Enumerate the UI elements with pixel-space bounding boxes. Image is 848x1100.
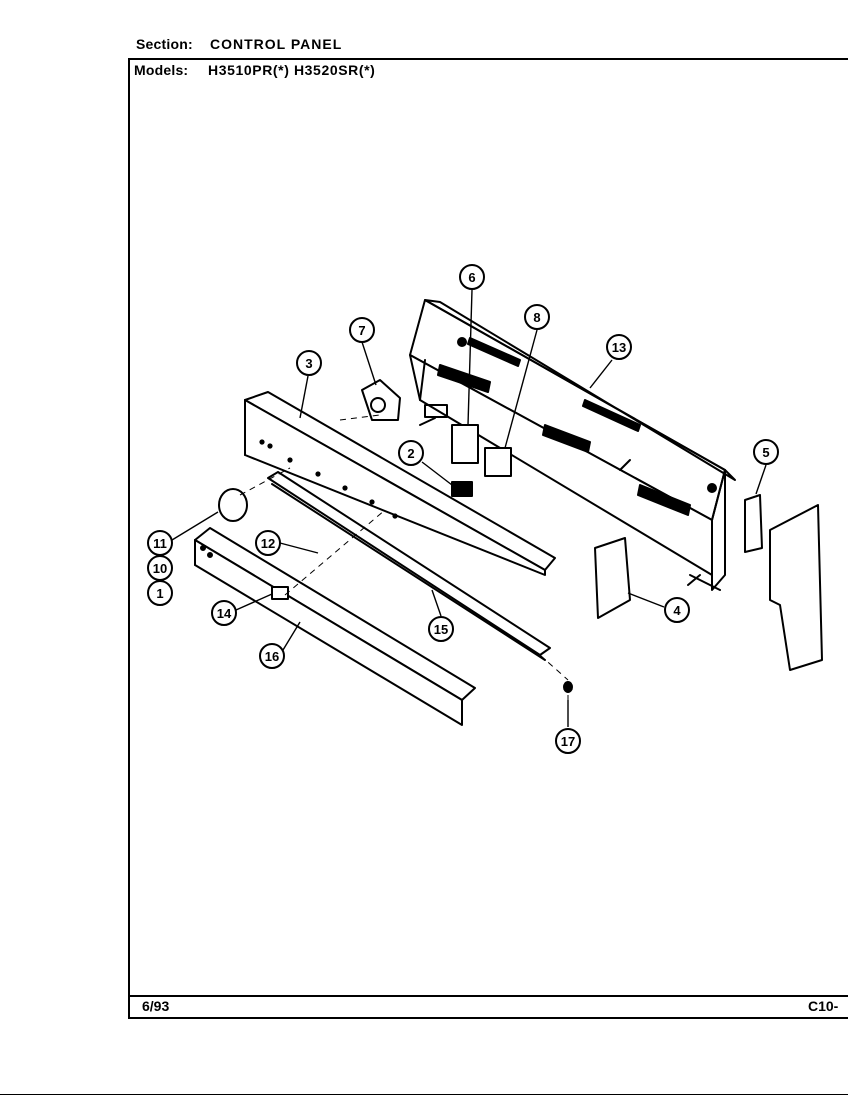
svg-text:10: 10 (153, 561, 167, 576)
callout-5: 5 (753, 439, 779, 465)
section-value: CONTROL PANEL (210, 36, 343, 52)
callout-2: 2 (398, 440, 424, 466)
svg-text:16: 16 (265, 649, 279, 664)
footer-page-code: C10- (808, 998, 839, 1014)
diagram-frame (128, 58, 848, 1019)
small-bracket (744, 494, 763, 553)
svg-text:1: 1 (156, 586, 163, 601)
svg-text:2: 2 (407, 446, 414, 461)
knob (218, 488, 248, 522)
callout-16: 16 (259, 643, 285, 669)
ignitor-module (361, 379, 401, 421)
callout-7: 7 (349, 317, 375, 343)
svg-text:6: 6 (468, 270, 475, 285)
callout-1: 1 (147, 580, 173, 606)
callout-15: 15 (428, 616, 454, 642)
bottom-rule (0, 1094, 848, 1095)
callout-11: 11 (147, 530, 173, 556)
svg-text:4: 4 (673, 603, 681, 618)
svg-text:12: 12 (261, 536, 275, 551)
svg-text:3: 3 (305, 356, 312, 371)
svg-text:17: 17 (561, 734, 575, 749)
callout-14: 14 (211, 600, 237, 626)
callout-6: 6 (459, 264, 485, 290)
section-label: Section: (136, 36, 193, 52)
end-cap (769, 504, 823, 671)
lower-bracket (194, 527, 476, 726)
screw-17 (563, 681, 573, 693)
switch-8 (484, 447, 512, 477)
svg-text:13: 13 (612, 340, 626, 355)
callout-13: 13 (606, 334, 632, 360)
footer-date: 6/93 (142, 998, 170, 1014)
svg-text:8: 8 (533, 310, 540, 325)
front-control-panel (244, 391, 556, 576)
svg-text:15: 15 (434, 622, 448, 637)
callout-12: 12 (255, 530, 281, 556)
trim-strip (267, 471, 551, 661)
callout-3: 3 (296, 350, 322, 376)
part-2 (451, 481, 473, 497)
models-label: Models: (134, 62, 189, 78)
footer-divider (128, 995, 848, 997)
callout-17: 17 (555, 728, 581, 754)
svg-text:14: 14 (217, 606, 232, 621)
models-value: H3510PR(*) H3520SR(*) (208, 62, 376, 78)
svg-text:11: 11 (153, 536, 167, 551)
hinge-bracket (594, 537, 631, 619)
callout-4: 4 (664, 597, 690, 623)
rear-panel-frame (409, 299, 736, 591)
svg-text:5: 5 (762, 445, 769, 460)
part-14 (271, 586, 289, 600)
callout-10: 10 (147, 555, 173, 581)
switch-6 (451, 424, 479, 464)
svg-text:7: 7 (358, 323, 365, 338)
callout-8: 8 (524, 304, 550, 330)
callouts: 6 7 8 13 3 2 5 11 10 1 12 14 15 4 16 17 (147, 264, 779, 754)
